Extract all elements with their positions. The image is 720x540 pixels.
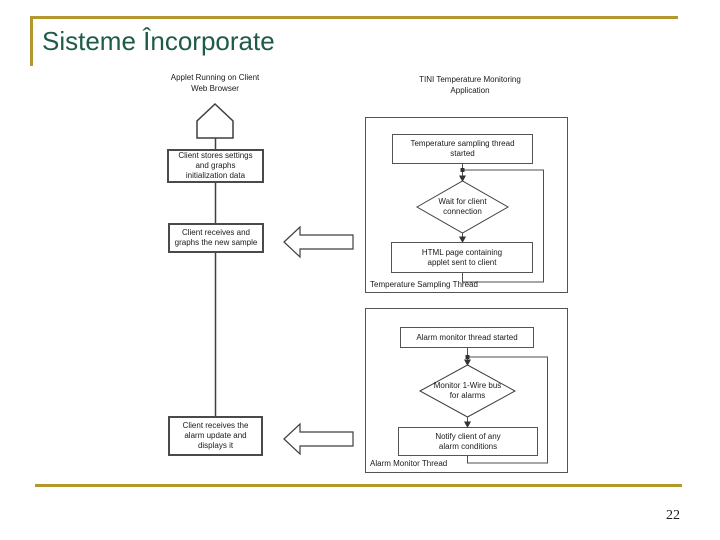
- thread-label-temperature-sampling: Temperature Sampling Thread: [370, 280, 478, 289]
- flow-box-sampling-thread-started: Temperature sampling thread started: [392, 134, 533, 164]
- accent-line-top: [30, 16, 678, 19]
- left-block-arrow-icon: [283, 422, 354, 456]
- page-number: 22: [666, 508, 680, 523]
- flow-box-notify-client: Notify client of any alarm conditions: [398, 427, 538, 456]
- slide-title: Sisteme Încorporate: [42, 26, 275, 56]
- thread-label-alarm-monitor: Alarm Monitor Thread: [370, 459, 448, 468]
- accent-line-left: [30, 16, 33, 66]
- decision-text-wait-for-client: Wait for client connection: [438, 197, 487, 216]
- flow-box-client-receives-sample: Client receives and graphs the new sampl…: [168, 223, 264, 253]
- left-column-header: Applet Running on Client Web Browser: [170, 73, 260, 93]
- flow-box-alarm-thread-started: Alarm monitor thread started: [400, 327, 534, 348]
- home-pentagon-icon: [196, 102, 234, 139]
- thread-container-alarm-monitor: [365, 308, 568, 473]
- flow-box-client-stores: Client stores settings and graphs initia…: [167, 149, 264, 183]
- left-block-arrow-icon: [283, 225, 354, 259]
- accent-line-bottom: [35, 484, 682, 487]
- thread-container-temperature-sampling: [365, 117, 568, 293]
- flow-box-html-page-sent: HTML page containing applet sent to clie…: [391, 242, 533, 273]
- flow-box-client-receives-alarm: Client receives the alarm update and dis…: [168, 416, 263, 456]
- decision-text-monitor-1wire: Monitor 1-Wire bus for alarms: [433, 381, 502, 400]
- right-column-header: TINI Temperature Monitoring Application: [419, 75, 521, 95]
